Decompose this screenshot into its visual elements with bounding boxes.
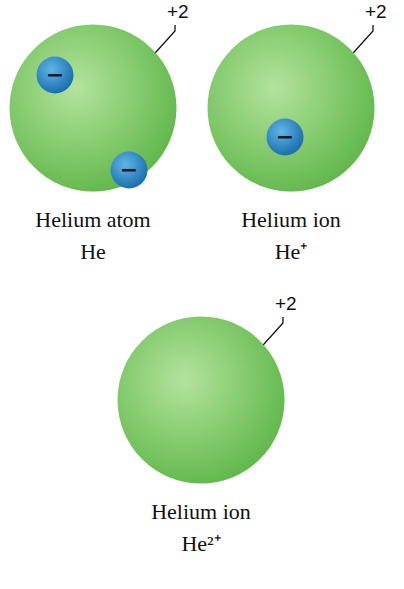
charge-label: +2 [167, 2, 189, 22]
helium-nucleus: +2Helium ion He⁺− [207, 24, 375, 192]
nucleus-fill [118, 317, 285, 484]
nucleus-outline [117, 316, 285, 484]
electron-charge: − [110, 151, 148, 189]
species-caption: Helium ion He⁺ [224, 204, 359, 268]
helium-nucleus: +2Helium ion He²⁺ [117, 316, 285, 484]
nucleus-outline [207, 24, 375, 192]
species-caption: Helium atom He [21, 204, 165, 268]
nucleus-fill [208, 25, 375, 192]
electron-fill [267, 119, 304, 156]
charge-label: +2 [365, 2, 387, 22]
nucleus-outline [9, 24, 177, 192]
electron-charge: − [266, 118, 304, 156]
electron: − [110, 151, 148, 189]
electron-fill [111, 152, 148, 189]
helium-nucleus: +2Helium atom He−− [9, 24, 177, 192]
species-caption: Helium ion He²⁺ [130, 496, 272, 560]
electron: − [266, 118, 304, 156]
electron-fill [37, 57, 74, 94]
nucleus-fill [10, 25, 177, 192]
charge-label: +2 [275, 294, 297, 314]
electron-charge: − [36, 56, 74, 94]
electron: − [36, 56, 74, 94]
